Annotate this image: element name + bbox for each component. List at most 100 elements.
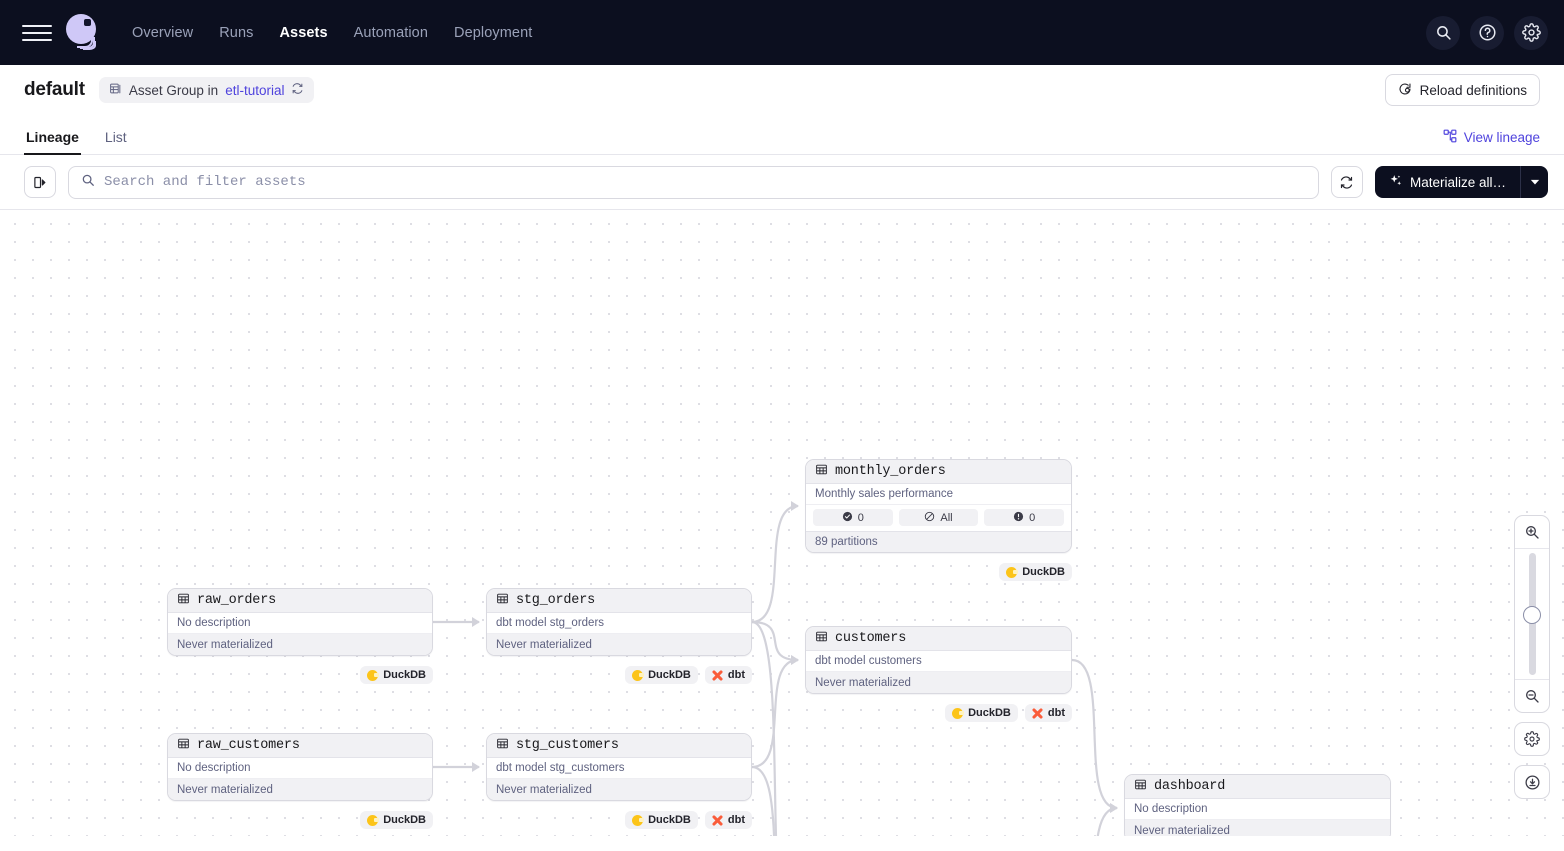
nav-link-assets[interactable]: Assets (279, 24, 328, 41)
asset-node-name: stg_orders (516, 593, 596, 608)
lineage-graph-canvas[interactable]: monthly_orders Monthly sales performance… (0, 210, 1564, 836)
asset-node-status: Never materialized (487, 779, 751, 800)
zoom-controls (1514, 515, 1550, 799)
asset-node-name: monthly_orders (835, 464, 946, 479)
asset-node-partitions: 89 partitions (806, 531, 1071, 552)
graph-edge-arrowhead (472, 617, 480, 627)
asset-group-chip[interactable]: Asset Group in etl-tutorial (98, 77, 315, 103)
asset-tag-label: DuckDB (1022, 566, 1065, 578)
asset-table-icon (496, 592, 509, 610)
hamburger-menu-icon[interactable] (22, 18, 52, 48)
refresh-graph-button[interactable] (1330, 166, 1363, 198)
asset-node-description: dbt model stg_orders (487, 613, 751, 634)
asset-node-description: dbt model stg_customers (487, 758, 751, 779)
zoom-in-button[interactable] (1515, 516, 1549, 548)
asset-tag-label: dbt (727, 814, 745, 826)
asset-node-name: stg_customers (516, 738, 619, 753)
asset-tag-duckdb[interactable]: DuckDB (360, 811, 433, 829)
graph-edge (1096, 806, 1118, 836)
asset-tag-label: DuckDB (383, 814, 426, 826)
materialize-all-button[interactable]: Materialize all… (1374, 166, 1520, 198)
asset-node-monthly_orders[interactable]: monthly_orders Monthly sales performance… (805, 459, 1072, 553)
asset-group-chip-prefix: Asset Group in (128, 82, 219, 98)
dagster-logo-icon[interactable] (64, 13, 104, 53)
check-circle-icon (842, 511, 853, 525)
dbt-icon (712, 670, 723, 681)
duckdb-icon (632, 669, 645, 681)
asset-node-tags-customers: DuckDB dbt (805, 704, 1072, 722)
tab-list[interactable]: List (104, 129, 127, 145)
asset-table-icon (1134, 778, 1147, 796)
duckdb-icon (952, 707, 965, 719)
partition-status-pills: 0 All 0 (806, 505, 1071, 531)
view-lineage-label: View lineage (1463, 130, 1540, 145)
asset-node-tags-raw_orders: DuckDB (167, 666, 433, 684)
toggle-sidebar-button[interactable] (24, 166, 56, 198)
graph-settings-button[interactable] (1514, 722, 1550, 756)
graph-edge (751, 504, 799, 624)
fit-to-screen-button[interactable] (1514, 765, 1550, 799)
graph-edges (432, 501, 1118, 836)
nav-link-overview[interactable]: Overview (132, 24, 194, 41)
asset-node-header: monthly_orders (806, 460, 1071, 484)
refresh-icon[interactable] (291, 82, 304, 98)
asset-group-chip-link[interactable]: etl-tutorial (225, 82, 285, 98)
search-icon (81, 173, 95, 192)
reload-definitions-button[interactable]: Reload definitions (1384, 74, 1540, 106)
materialize-dropdown-button[interactable] (1520, 166, 1548, 198)
asset-node-header: stg_customers (487, 734, 751, 758)
zoom-slider[interactable] (1515, 549, 1549, 679)
nav-link-deployment[interactable]: Deployment (454, 24, 533, 41)
asset-node-name: dashboard (1154, 779, 1226, 794)
duckdb-icon (1006, 566, 1019, 578)
zoom-out-button[interactable] (1515, 680, 1549, 712)
duckdb-icon (367, 814, 380, 826)
asset-tag-duckdb[interactable]: DuckDB (945, 704, 1018, 722)
reload-icon (1398, 82, 1412, 99)
search-icon[interactable] (1426, 15, 1460, 50)
asset-node-header: customers (806, 627, 1071, 651)
view-lineage-link[interactable]: View lineage (1443, 129, 1540, 146)
asset-tag-dbt[interactable]: dbt (704, 811, 752, 829)
asset-tag-label: DuckDB (648, 669, 691, 681)
asset-tag-dbt[interactable]: dbt (1024, 704, 1072, 722)
asset-node-status: Never materialized (806, 672, 1071, 693)
nav-link-runs[interactable]: Runs (219, 24, 254, 41)
tab-lineage[interactable]: Lineage (24, 129, 81, 155)
gear-icon[interactable] (1514, 15, 1548, 50)
partition-pill-0[interactable]: 0 (813, 509, 893, 526)
help-icon[interactable] (1470, 15, 1504, 50)
partition-pill-2[interactable]: 0 (984, 509, 1065, 526)
asset-tag-duckdb[interactable]: DuckDB (625, 811, 698, 829)
filter-bar: Materialize all… (0, 155, 1564, 210)
asset-tag-dbt[interactable]: dbt (704, 666, 752, 684)
asset-table-icon (177, 737, 190, 755)
dbt-icon (1032, 708, 1043, 719)
tab-bar: Lineage List View lineage (0, 115, 1564, 155)
reload-definitions-label: Reload definitions (1419, 82, 1527, 98)
nav-icon-group (1426, 0, 1548, 65)
asset-node-header: dashboard (1125, 775, 1390, 799)
search-input[interactable] (104, 174, 1306, 190)
duckdb-icon (367, 669, 380, 681)
asset-tag-duckdb[interactable]: DuckDB (999, 563, 1072, 581)
asset-node-status: Never materialized (1125, 820, 1390, 836)
page-title: default (24, 79, 85, 100)
search-filter-box[interactable] (68, 165, 1319, 199)
nav-link-automation[interactable]: Automation (353, 24, 429, 41)
asset-group-icon (109, 82, 122, 98)
asset-node-description: dbt model customers (806, 651, 1071, 672)
nav-links: Overview Runs Assets Automation Deployme… (132, 25, 532, 41)
asset-tag-label: dbt (1047, 707, 1065, 719)
asset-table-icon (496, 737, 509, 755)
asset-table-icon (177, 592, 190, 610)
asset-tag-duckdb[interactable]: DuckDB (625, 666, 698, 684)
partition-pill-1[interactable]: All (898, 509, 979, 526)
asset-tag-duckdb[interactable]: DuckDB (360, 666, 433, 684)
